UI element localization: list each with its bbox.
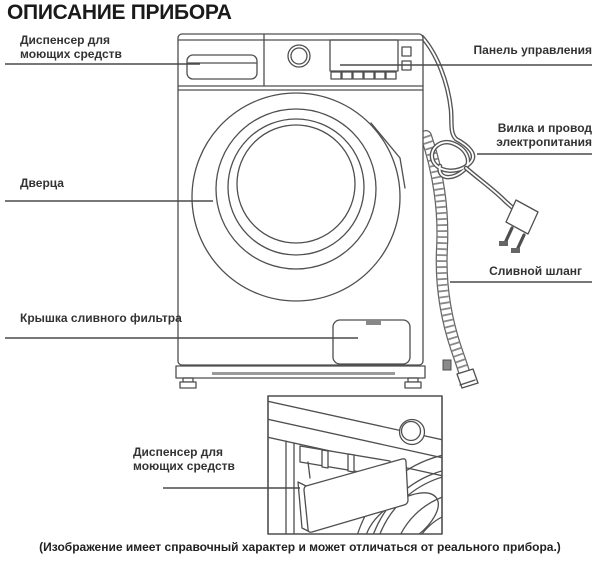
power-plug-icon [499, 199, 539, 253]
program-knob-icon [287, 44, 311, 68]
label-door: Дверца [20, 176, 64, 190]
base-and-feet-art [175, 365, 426, 389]
label-dispenser-bottom: Диспенсер для моющих средств [133, 445, 235, 474]
drain-hose-art [420, 130, 479, 389]
inset-detail-art [267, 395, 443, 535]
leader-lines [5, 63, 592, 489]
machine-front-art [175, 33, 426, 389]
label-power-cord: Вилка и провод электропитания [496, 121, 592, 150]
label-drain-hose: Сливной шланг [489, 264, 582, 278]
label-dispenser-top: Диспенсер для моющих средств [20, 33, 122, 62]
door-art [191, 92, 406, 302]
disclaimer-caption: (Изображение имеет справочный характер и… [39, 540, 561, 554]
label-filter-cover: Крышка сливного фильтра [20, 311, 182, 325]
power-cord-art [419, 34, 539, 253]
page-title: ОПИСАНИЕ ПРИБОРА [7, 1, 232, 24]
dispenser-drawer-art [186, 54, 258, 80]
filter-cover-art [332, 319, 411, 365]
label-control-panel: Панель управления [473, 43, 592, 57]
